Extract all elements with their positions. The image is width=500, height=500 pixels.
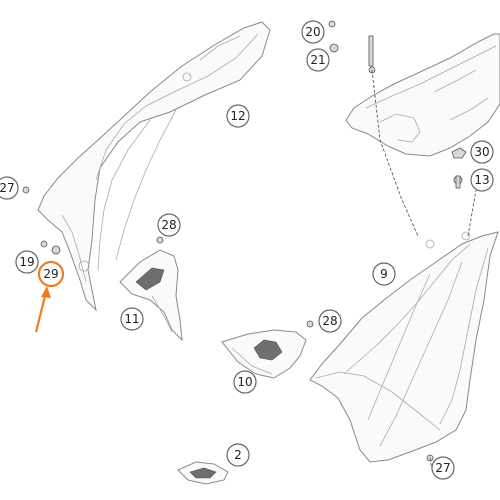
callout-12: 12 [226, 104, 250, 128]
callout-27-left: 27 [0, 176, 19, 200]
highlight-arrow [34, 286, 51, 333]
callout-28-upper-label: 28 [161, 218, 176, 232]
callout-29-label: 29 [43, 267, 58, 281]
callout-30-label: 30 [474, 145, 489, 159]
callout-11-label: 11 [124, 312, 139, 326]
callout-19-label: 19 [19, 255, 34, 269]
part-bracket-11 [119, 249, 183, 342]
callout-28-upper: 28 [157, 213, 181, 237]
callout-27-right: 27 [431, 456, 455, 480]
callout-30: 30 [470, 140, 494, 164]
callout-9: 9 [372, 262, 396, 286]
part-2 [177, 461, 229, 485]
callout-2: 2 [226, 443, 250, 467]
part-right-side-panel [309, 231, 499, 463]
callout-29-highlighted: 29 [37, 260, 65, 288]
callout-10-label: 10 [237, 375, 252, 389]
callout-13-label: 13 [474, 173, 489, 187]
callout-21-label: 21 [310, 53, 325, 67]
callout-27-left-label: 27 [0, 181, 15, 195]
callout-21: 21 [306, 48, 330, 72]
callout-10: 10 [233, 370, 257, 394]
callout-20: 20 [301, 20, 325, 44]
callout-2-label: 2 [234, 448, 242, 462]
callout-27-right-label: 27 [435, 461, 450, 475]
hardware-screws [22, 20, 467, 462]
callout-19: 19 [15, 250, 39, 274]
part-seat [345, 33, 500, 157]
callout-28-lower: 28 [318, 309, 342, 333]
callout-12-label: 12 [230, 109, 245, 123]
callout-20-label: 20 [305, 25, 320, 39]
part-bracket-10 [221, 329, 307, 379]
callout-13: 13 [470, 168, 494, 192]
callout-28-lower-label: 28 [322, 314, 337, 328]
callout-9-label: 9 [380, 267, 388, 281]
part-left-side-panel [37, 21, 271, 312]
callout-11: 11 [120, 307, 144, 331]
